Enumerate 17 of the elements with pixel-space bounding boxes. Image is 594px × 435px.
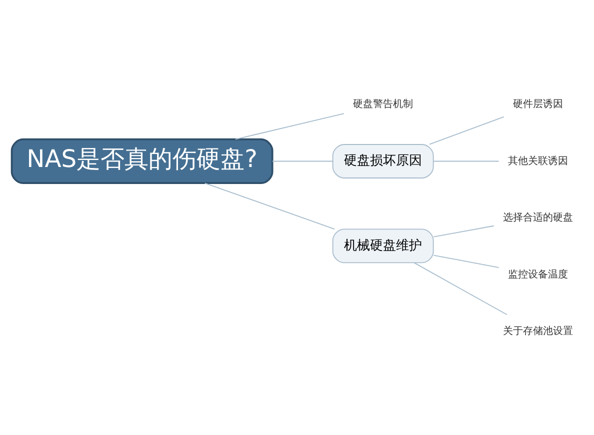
node-text: 其他关联诱因 [508, 155, 568, 166]
connector [272, 160, 334, 162]
node-text: 硬件层诱因 [513, 98, 564, 110]
node-text: 选择合适的硬盘 [503, 212, 574, 224]
connector [433, 224, 494, 237]
node-text: 关于存储池设置 [503, 326, 574, 337]
connector [204, 182, 335, 229]
node-box: 机械硬盘维护 [332, 228, 434, 263]
connector [429, 116, 504, 144]
node-text: 监控设备温度 [508, 268, 568, 280]
connector [433, 160, 500, 162]
node-text: 硬盘警告机制 [353, 98, 414, 110]
connector [414, 262, 508, 315]
connector [433, 254, 500, 268]
node-box: 硬盘损坏原因 [332, 144, 434, 178]
node-box: NAS是否真的伤硬盘? [10, 138, 274, 184]
connector [235, 112, 344, 140]
